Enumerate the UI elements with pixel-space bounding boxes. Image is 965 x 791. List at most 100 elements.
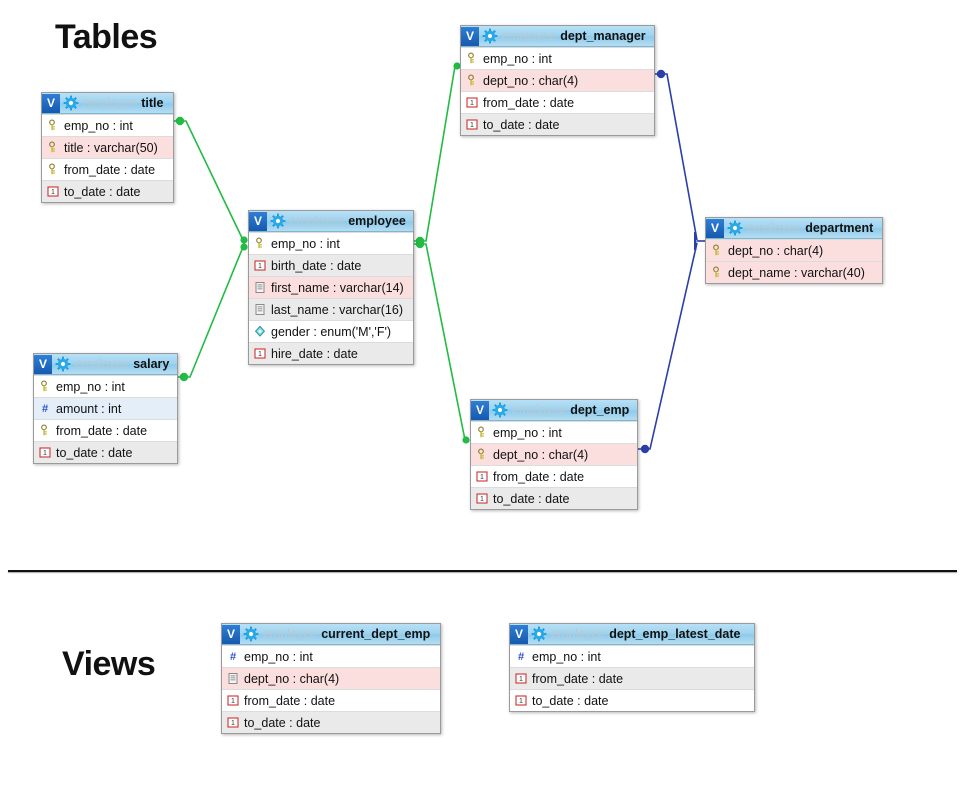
svg-text:1: 1: [258, 263, 262, 270]
svg-text:1: 1: [470, 100, 474, 107]
column-row[interactable]: dept_no : char(4): [706, 239, 882, 261]
column-label: dept_name : varchar(40): [728, 265, 865, 280]
column-row[interactable]: 1 from_date : date: [510, 667, 754, 689]
svg-text:1: 1: [231, 698, 235, 705]
entity-name: employee: [348, 214, 406, 228]
column-row[interactable]: dept_no : char(4): [222, 667, 440, 689]
column-row[interactable]: emp_no : int: [461, 47, 654, 69]
column-row[interactable]: first_name : varchar(14): [249, 276, 413, 298]
section-title-tables: Tables: [55, 18, 158, 56]
column-row[interactable]: dept_name : varchar(40): [706, 261, 882, 283]
relationship-employee-dept_manager: [414, 65, 456, 242]
relationship-employee-dept_emp: [414, 243, 466, 441]
gear-icon: [63, 95, 79, 111]
column-row[interactable]: from_date : date: [42, 158, 173, 180]
entity-schema: employee: [263, 627, 318, 641]
date-icon: 1: [39, 447, 51, 458]
date-icon: 1: [466, 97, 478, 108]
entity-name: dept_emp_latest_date: [609, 627, 741, 641]
date-icon: 1: [227, 695, 239, 706]
relationship-dept_manager-department: [655, 73, 698, 241]
key-icon: [478, 448, 484, 460]
column-label: emp_no : int: [244, 649, 313, 664]
relationship-title-employee: [174, 120, 244, 241]
column-row[interactable]: emp_no : int: [42, 114, 173, 136]
column-row[interactable]: from_date : date: [34, 419, 177, 441]
entity-name: current_dept_emp: [321, 627, 431, 641]
column-label: to_date : date: [244, 715, 321, 730]
svg-text:1: 1: [519, 676, 523, 683]
text-icon: [228, 673, 238, 684]
key-icon: [49, 141, 55, 153]
view-badge-icon: V: [34, 354, 52, 374]
column-label: to_date : date: [493, 491, 570, 506]
entity-schema: employee: [551, 627, 606, 641]
column-row[interactable]: 1 to_date : date: [222, 711, 440, 733]
column-row[interactable]: dept_no : char(4): [461, 69, 654, 91]
svg-text:1: 1: [258, 351, 262, 358]
gear-icon: [55, 356, 71, 372]
svg-text:1: 1: [43, 450, 47, 457]
column-label: emp_no : int: [483, 51, 552, 66]
date-icon: 1: [227, 717, 239, 728]
column-label: from_date : date: [532, 671, 624, 686]
column-row[interactable]: #amount : int: [34, 397, 177, 419]
date-icon: 1: [47, 186, 59, 197]
column-label: first_name : varchar(14): [271, 280, 404, 295]
column-label: dept_no : char(4): [493, 447, 589, 462]
column-row[interactable]: title : varchar(50): [42, 136, 173, 158]
key-icon: [713, 266, 719, 278]
column-row[interactable]: #emp_no : int: [222, 645, 440, 667]
entity-schema: employee: [75, 357, 130, 371]
column-row[interactable]: emp_no : int: [249, 232, 413, 254]
key-icon: [49, 119, 55, 131]
column-row[interactable]: last_name : varchar(16): [249, 298, 413, 320]
column-label: title : varchar(50): [64, 140, 158, 155]
entity-schema: employee: [512, 403, 567, 417]
text-icon: [255, 304, 265, 315]
column-row[interactable]: #emp_no : int: [510, 645, 754, 667]
view-badge-icon: V: [471, 400, 489, 420]
gear-icon: [531, 626, 547, 642]
date-icon: 1: [254, 260, 266, 271]
column-label: to_date : date: [483, 117, 560, 132]
column-label: emp_no : int: [56, 379, 125, 394]
column-row[interactable]: emp_no : int: [471, 421, 637, 443]
key-icon: [478, 426, 484, 438]
view-badge-icon: V: [249, 211, 267, 231]
enum-icon: [254, 325, 266, 337]
entity-name: dept_manager: [560, 29, 646, 43]
gear-icon: [492, 402, 508, 418]
gear-icon: [727, 220, 743, 236]
column-row[interactable]: gender : enum('M','F'): [249, 320, 413, 342]
column-row[interactable]: emp_no : int: [34, 375, 177, 397]
view-badge-icon: V: [706, 218, 724, 238]
column-row[interactable]: dept_no : char(4): [471, 443, 637, 465]
